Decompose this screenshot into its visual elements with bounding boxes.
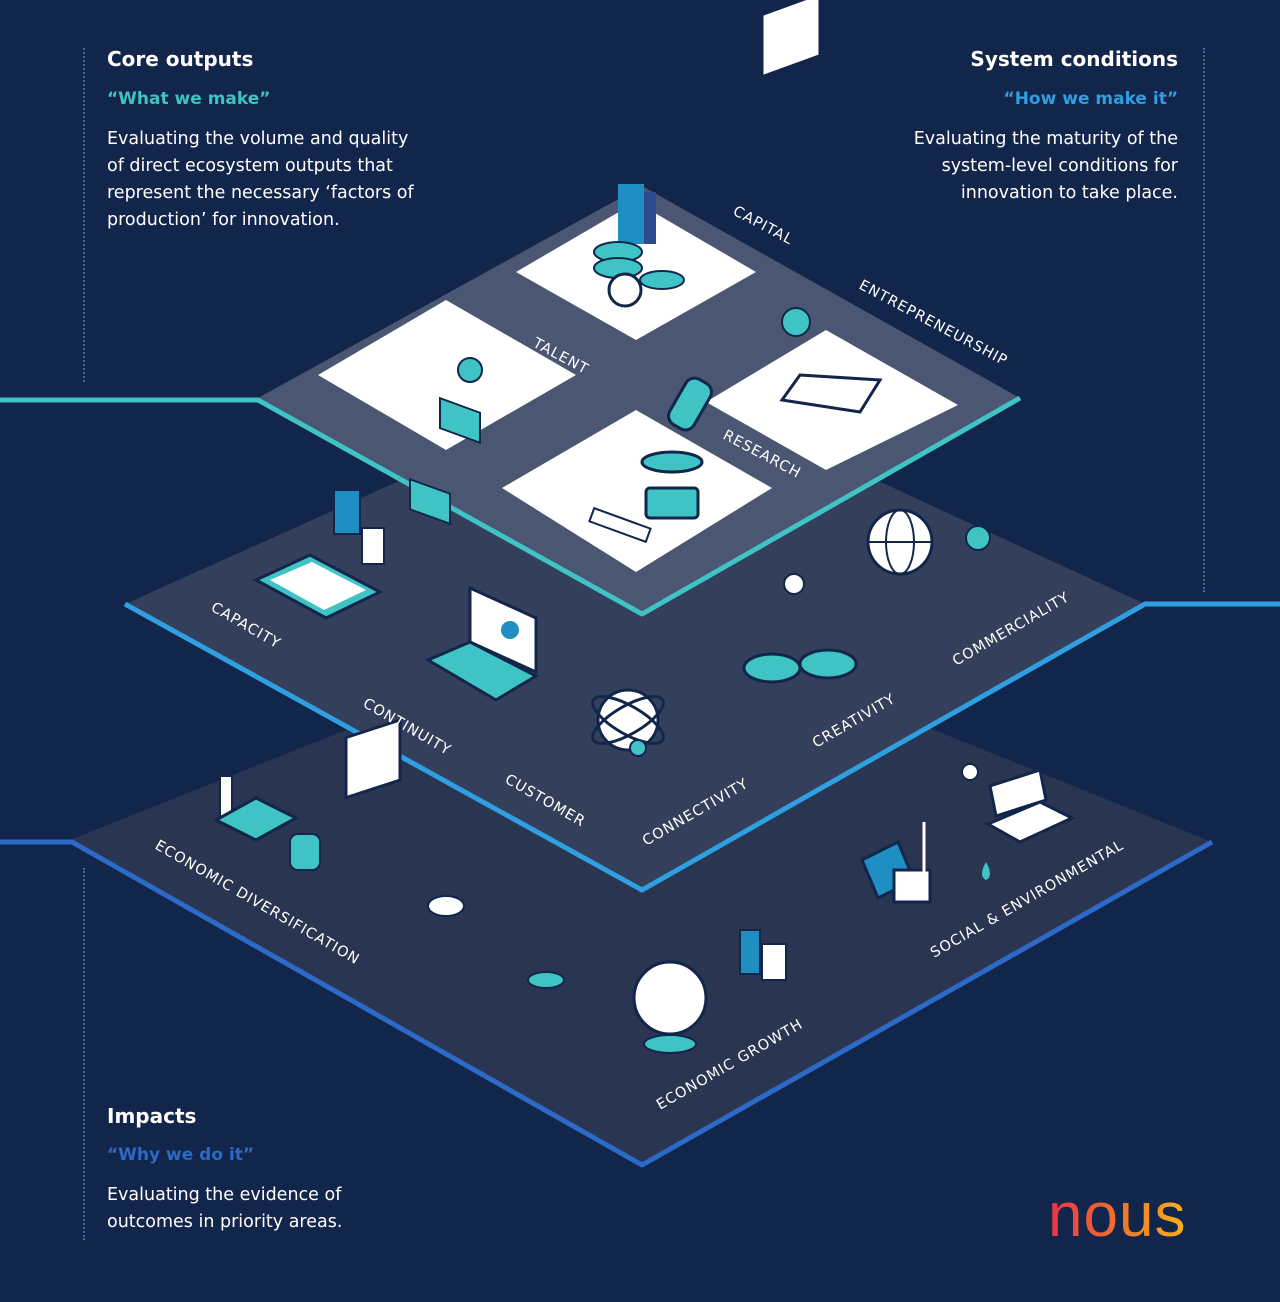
- puzzle-icon: [409, 357, 483, 526]
- impacts-line-1: Evaluating the evidence of: [107, 1185, 342, 1205]
- impacts-title: Impacts: [107, 1104, 197, 1128]
- laptop-icon: [424, 585, 540, 702]
- core-outputs-line-4: production’ for innovation.: [107, 210, 340, 230]
- left-guide-line-bottom: [83, 868, 85, 1240]
- talent-tile: [318, 300, 576, 450]
- right-guide-line: [1203, 48, 1205, 592]
- research-tile: [502, 410, 772, 572]
- gears-icon: [742, 573, 858, 684]
- core-outputs-line-3: represent the necessary ‘factors of: [107, 183, 414, 203]
- core-outputs-description: Evaluating the volume and quality of dir…: [107, 126, 447, 234]
- bank-coins-icon: [593, 184, 685, 308]
- atom-icon: [591, 688, 665, 757]
- impacts-line-2: outcomes in priority areas.: [107, 1212, 343, 1232]
- core-outputs-line-1: Evaluating the volume and quality: [107, 129, 409, 149]
- impacts-description: Evaluating the evidence of outcomes in p…: [107, 1182, 407, 1236]
- books-icon: [961, 763, 1076, 880]
- impacts-outline: [0, 839, 1214, 1168]
- clipboard-chart-icon: [252, 489, 385, 620]
- system-conditions-title: System conditions: [970, 47, 1178, 71]
- meeting-icon: [760, 0, 883, 414]
- economic-growth-icons: [527, 929, 787, 1054]
- system-conditions-line-2: system-level conditions for: [941, 156, 1178, 176]
- system-conditions-platform: [125, 372, 1145, 890]
- microscope-icon: [588, 376, 713, 544]
- globe-icon: [866, 508, 991, 576]
- factory-icon: [212, 718, 465, 917]
- left-guide-line-top: [83, 48, 85, 382]
- system-conditions-line-1: Evaluating the maturity of the: [913, 129, 1178, 149]
- system-conditions-subtitle: “How we make it”: [1003, 89, 1178, 109]
- system-conditions-line-3: innovation to take place.: [960, 183, 1178, 203]
- core-outputs-subtitle: “What we make”: [107, 89, 271, 109]
- system-conditions-description: Evaluating the maturity of the system-le…: [878, 126, 1178, 207]
- core-outputs-title: Core outputs: [107, 47, 254, 71]
- solar-house-icon: [860, 822, 932, 904]
- impacts-subtitle: “Why we do it”: [107, 1145, 255, 1165]
- nous-logo: nous: [1048, 1181, 1186, 1250]
- core-outputs-platform: [258, 186, 1020, 614]
- core-outputs-line-2: of direct ecosystem outputs that: [107, 156, 393, 176]
